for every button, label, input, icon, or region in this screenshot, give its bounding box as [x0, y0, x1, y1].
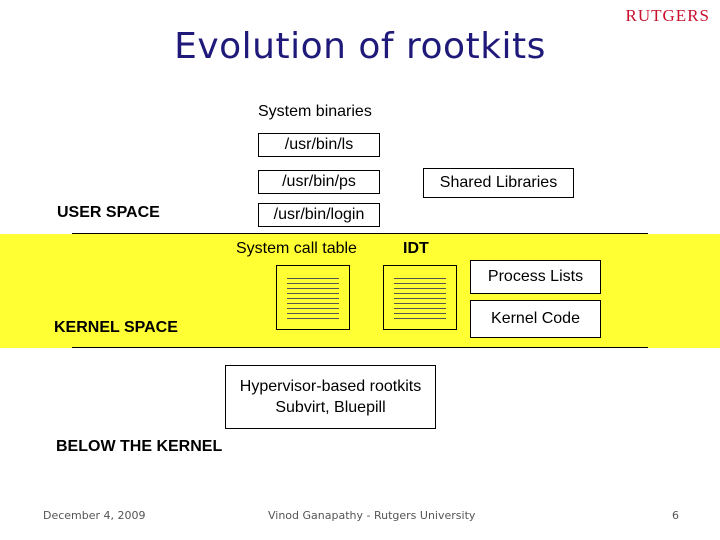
hypervisor-box: Hypervisor-based rootkits Subvirt, Bluep…	[225, 365, 436, 429]
syscall-table-label: System call table	[236, 240, 357, 257]
footer-date: December 4, 2009	[43, 509, 146, 522]
syscall-table-icon	[276, 265, 350, 330]
binary-box-ls: /usr/bin/ls	[258, 133, 380, 157]
idt-label: IDT	[403, 240, 429, 257]
system-binaries-label: System binaries	[258, 103, 372, 120]
shared-libraries-box: Shared Libraries	[423, 168, 574, 198]
hypervisor-line-2: Subvirt, Bluepill	[275, 399, 386, 416]
footer-author: Vinod Ganapathy - Rutgers University	[268, 509, 476, 522]
kernel-space-label: KERNEL SPACE	[54, 319, 178, 336]
kernel-below-divider	[72, 347, 648, 348]
user-space-label: USER SPACE	[57, 204, 160, 221]
below-kernel-label: BELOW THE KERNEL	[56, 438, 223, 455]
binary-box-login: /usr/bin/login	[258, 203, 380, 227]
binary-box-ps: /usr/bin/ps	[258, 170, 380, 194]
idt-table-icon	[383, 265, 457, 330]
footer-page-number: 6	[672, 509, 679, 522]
hypervisor-line-1: Hypervisor-based rootkits	[239, 378, 422, 395]
process-lists-box: Process Lists	[470, 260, 601, 294]
rutgers-logo: RUTGERS	[625, 6, 710, 25]
kernel-code-box: Kernel Code	[470, 300, 601, 338]
user-kernel-divider	[72, 233, 648, 234]
slide-title: Evolution of rootkits	[174, 26, 546, 67]
